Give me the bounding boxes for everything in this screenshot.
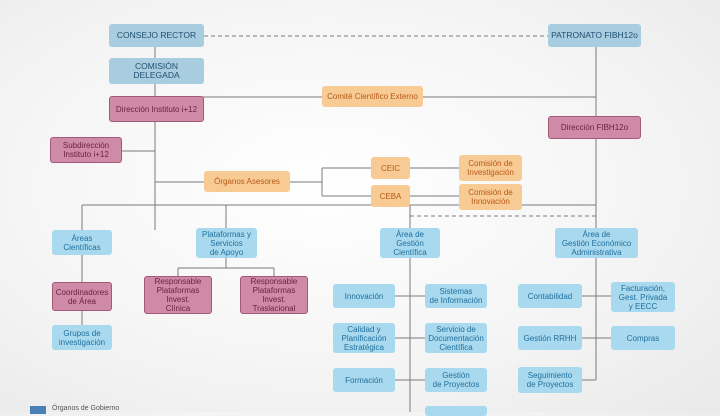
innovacion-box: Innovación: [333, 284, 395, 308]
servicio-documentacion-box: Servicio de Documentación Científica: [425, 323, 487, 353]
areas-cientificas-box: Áreas Científicas: [52, 230, 112, 255]
patronato-box: PATRONATO FIBH12o: [548, 24, 641, 47]
ceba-box: CEBA: [371, 185, 410, 207]
responsable-clinica-box: Responsable Plataformas Invest. Clínica: [144, 276, 212, 314]
legend-governance-label: Órganos de Gobierno: [52, 405, 120, 412]
comision-delegada-box: COMISIÓN DELEGADA: [109, 58, 204, 84]
sistemas-informacion-box: Sistemas de Información: [425, 284, 487, 308]
comision-investigacion-box: Comisión de Investigación: [459, 155, 522, 181]
area-gestion-cientifica-box: Área de Gestión Científica: [380, 228, 440, 258]
ceic-box: CEIC: [371, 157, 410, 179]
grupos-investigacion-box: Grupos de investigación: [52, 325, 112, 350]
compras-box: Compras: [611, 326, 675, 350]
contabilidad-box: Contabilidad: [518, 284, 582, 308]
responsable-traslacional-box: Responsable Plataformas Invest. Traslaci…: [240, 276, 308, 314]
facturacion-box: Facturación, Gest. Privada y EECC: [611, 282, 675, 312]
legend-governance-swatch: [30, 406, 46, 414]
comision-innovacion-box: Comisión de Innovación: [459, 184, 522, 210]
direccion-fibh-box: Dirección FIBH12o: [548, 116, 641, 139]
gestion-proyectos-box: Gestión de Proyectos: [425, 368, 487, 392]
formacion-box: Formación: [333, 368, 395, 392]
gestion-rrhh-box: Gestión RRHH: [518, 326, 582, 350]
subdireccion-box: Subdirección Instituto i+12: [50, 137, 122, 163]
comite-cientifico-box: Comité Científico Externo: [322, 86, 423, 107]
consejo-rector-box: CONSEJO RECTOR: [109, 24, 204, 47]
plataformas-servicios-box: Plataformas y Servicios de Apoyo: [196, 228, 257, 258]
area-gestion-economica-box: Área de Gestión Económico Administrativa: [555, 228, 638, 258]
cut-off-box: [425, 406, 487, 416]
calidad-planificacion-box: Calidad y Planificación Estratégica: [333, 323, 395, 353]
direccion-instituto-box: Dirección Instituto i+12: [109, 96, 204, 122]
coordinadores-area-box: Coordinadores de Área: [52, 282, 112, 311]
organos-asesores-box: Órganos Asesores: [204, 171, 290, 192]
seguimiento-proyectos-box: Seguimiento de Proyectos: [518, 367, 582, 393]
